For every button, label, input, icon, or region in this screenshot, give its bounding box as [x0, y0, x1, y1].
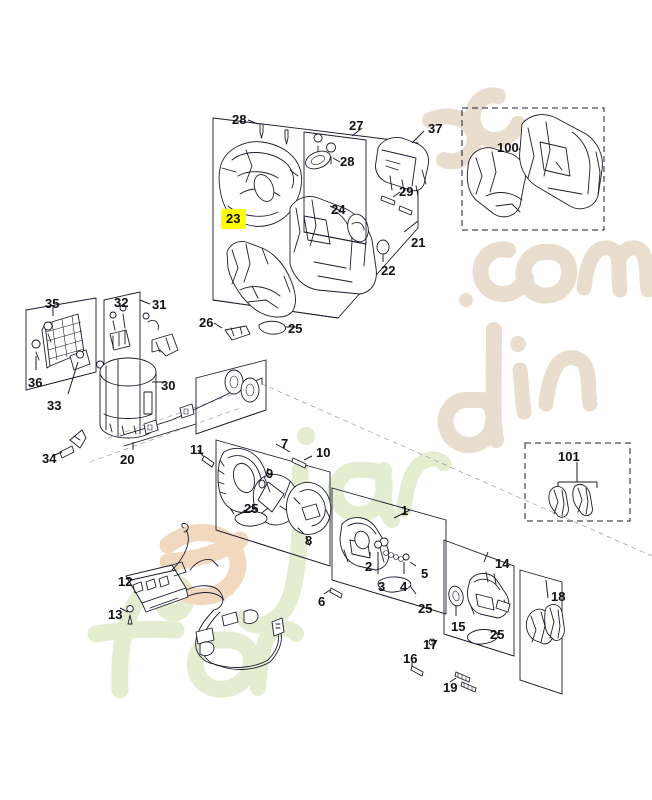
callout-label-32: 32: [114, 295, 129, 310]
callout-label-35: 35: [45, 296, 60, 311]
group-panel-27: [303, 127, 367, 245]
callout-label-18: 18: [551, 589, 566, 604]
part-cover-37: [375, 130, 429, 197]
callout-label-28: 28: [340, 154, 355, 169]
callout-label-2: 2: [365, 559, 373, 574]
callout-label-33: 33: [47, 398, 62, 413]
callout-label-29: 29: [399, 184, 414, 199]
callout-label-10: 10: [316, 445, 331, 460]
callout-label-26: 26: [199, 315, 214, 330]
part-crankcase-24: [289, 196, 377, 295]
callout-label-28: 28: [232, 112, 247, 127]
part-26: [213, 322, 251, 341]
callout-label-100: 100: [497, 140, 519, 155]
callout-label-31: 31: [152, 297, 167, 312]
callout-label-5: 5: [421, 566, 429, 581]
part-34: [51, 429, 87, 459]
callout-label-21: 21: [411, 235, 426, 250]
group-panel-14: [410, 539, 515, 693]
callout-label-8: 8: [305, 533, 313, 548]
part-tank-30: [99, 357, 164, 439]
part-screws-36: [31, 321, 53, 370]
part-screws-28-top: [247, 119, 289, 145]
callout-label-1: 1: [401, 503, 409, 518]
callout-label-25: 25: [418, 601, 433, 616]
group-panel-7: [197, 439, 332, 567]
callout-label-13: 13: [108, 607, 123, 622]
callout-label-36: 36: [28, 375, 43, 390]
callout-label-22: 22: [381, 263, 396, 278]
part-ring-22: [376, 239, 390, 262]
group-panel-35: [25, 297, 97, 391]
callout-label-25: 25: [288, 321, 303, 336]
callout-label-101: 101: [558, 449, 580, 464]
callout-label-37: 37: [428, 121, 443, 136]
callout-label-20: 20: [120, 452, 135, 467]
group-panel-20: [89, 359, 652, 557]
part-seal-25-upper: [258, 320, 296, 335]
callout-label-9: 9: [266, 466, 274, 481]
callout-label-16: 16: [403, 651, 418, 666]
callout-label-19: 19: [443, 680, 458, 695]
group-panel-31: [103, 291, 179, 371]
group-box-100: [461, 107, 605, 231]
part-lower-shell-23: [226, 241, 296, 318]
callout-label-30: 30: [161, 378, 176, 393]
callout-label-14: 14: [495, 556, 510, 571]
part-top-cover-23: [218, 141, 303, 227]
callout-label-34: 34: [42, 451, 57, 466]
callout-label-7: 7: [281, 436, 289, 451]
callout-label-3: 3: [378, 579, 386, 594]
group-panel-1: [323, 487, 447, 615]
callout-label-17: 17: [423, 637, 438, 652]
callout-label-27: 27: [349, 118, 364, 133]
callout-label-12: 12: [118, 574, 133, 589]
callout-label-25: 25: [244, 501, 259, 516]
group-panel-18: [519, 569, 565, 695]
callout-label-4: 4: [400, 579, 408, 594]
callout-label-6: 6: [318, 594, 326, 609]
group-box-101: [524, 442, 631, 522]
callout-label-25: 25: [490, 627, 505, 642]
callout-label-23-highlighted[interactable]: 23: [221, 209, 247, 229]
callout-label-15: 15: [451, 619, 466, 634]
part-ignition-module-12: [119, 523, 285, 670]
callout-label-24: 24: [331, 202, 346, 217]
part-screws-29: [380, 191, 413, 216]
part-screw-33: [67, 350, 104, 395]
callout-label-11: 11: [190, 442, 204, 457]
